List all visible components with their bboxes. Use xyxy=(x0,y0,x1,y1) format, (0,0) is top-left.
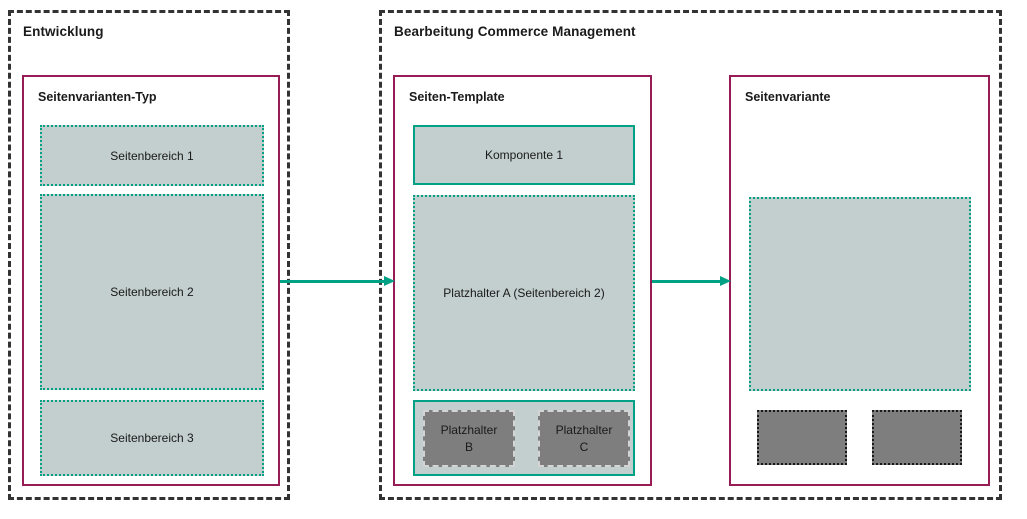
platzhalter-a-label: Platzhalter A (Seitenbereich 2) xyxy=(443,286,605,300)
arrow-template-to-variante xyxy=(652,276,731,287)
seitenbereich-2: Seitenbereich 2 xyxy=(40,194,264,390)
seitenbereich-1-label: Seitenbereich 1 xyxy=(110,148,194,163)
arrow-head-icon xyxy=(720,276,731,286)
seitenvariante-slot-2 xyxy=(872,410,962,465)
box-seitenvariante-title: Seitenvariante xyxy=(745,90,831,104)
seitenbereich-1: Seitenbereich 1 xyxy=(40,125,264,186)
komponente-1: Komponente 1 xyxy=(413,125,635,185)
group-entwicklung: Entwicklung xyxy=(8,10,290,500)
arrow-shaft xyxy=(652,280,722,283)
box-seitenvariante: Seitenvariante xyxy=(729,75,990,486)
box-seiten-template: Seiten-Template Komponente 1 Platzhalter… xyxy=(393,75,652,486)
group-entwicklung-title: Entwicklung xyxy=(23,24,104,39)
platzhalter-b-label: Platzhalter B xyxy=(440,423,498,454)
seitenvariante-main-area xyxy=(749,197,971,391)
platzhalter-c: Platzhalter C xyxy=(538,410,630,467)
group-bearbeitung: Bearbeitung Commerce Management xyxy=(379,10,1002,500)
seitenbereich-2-label: Seitenbereich 2 xyxy=(110,285,194,299)
seitenbereich-3: Seitenbereich 3 xyxy=(40,400,264,476)
arrow-shaft xyxy=(280,280,386,283)
platzhalter-slot-container: Platzhalter B Platzhalter C xyxy=(413,400,635,476)
group-bearbeitung-title: Bearbeitung Commerce Management xyxy=(394,24,636,39)
platzhalter-b: Platzhalter B xyxy=(423,410,515,467)
arrow-head-icon xyxy=(384,276,395,286)
arrow-typ-to-template xyxy=(280,276,395,287)
box-seitenvarianten-typ-title: Seitenvarianten-Typ xyxy=(38,90,157,104)
box-seitenvarianten-typ: Seitenvarianten-Typ Seitenbereich 1 Seit… xyxy=(22,75,280,486)
platzhalter-c-label: Platzhalter C xyxy=(555,423,613,454)
seitenbereich-3-label: Seitenbereich 3 xyxy=(110,431,194,445)
platzhalter-a: Platzhalter A (Seitenbereich 2) xyxy=(413,195,635,391)
box-seiten-template-title: Seiten-Template xyxy=(409,90,505,104)
komponente-1-label: Komponente 1 xyxy=(484,148,564,162)
seitenvariante-slot-1 xyxy=(757,410,847,465)
